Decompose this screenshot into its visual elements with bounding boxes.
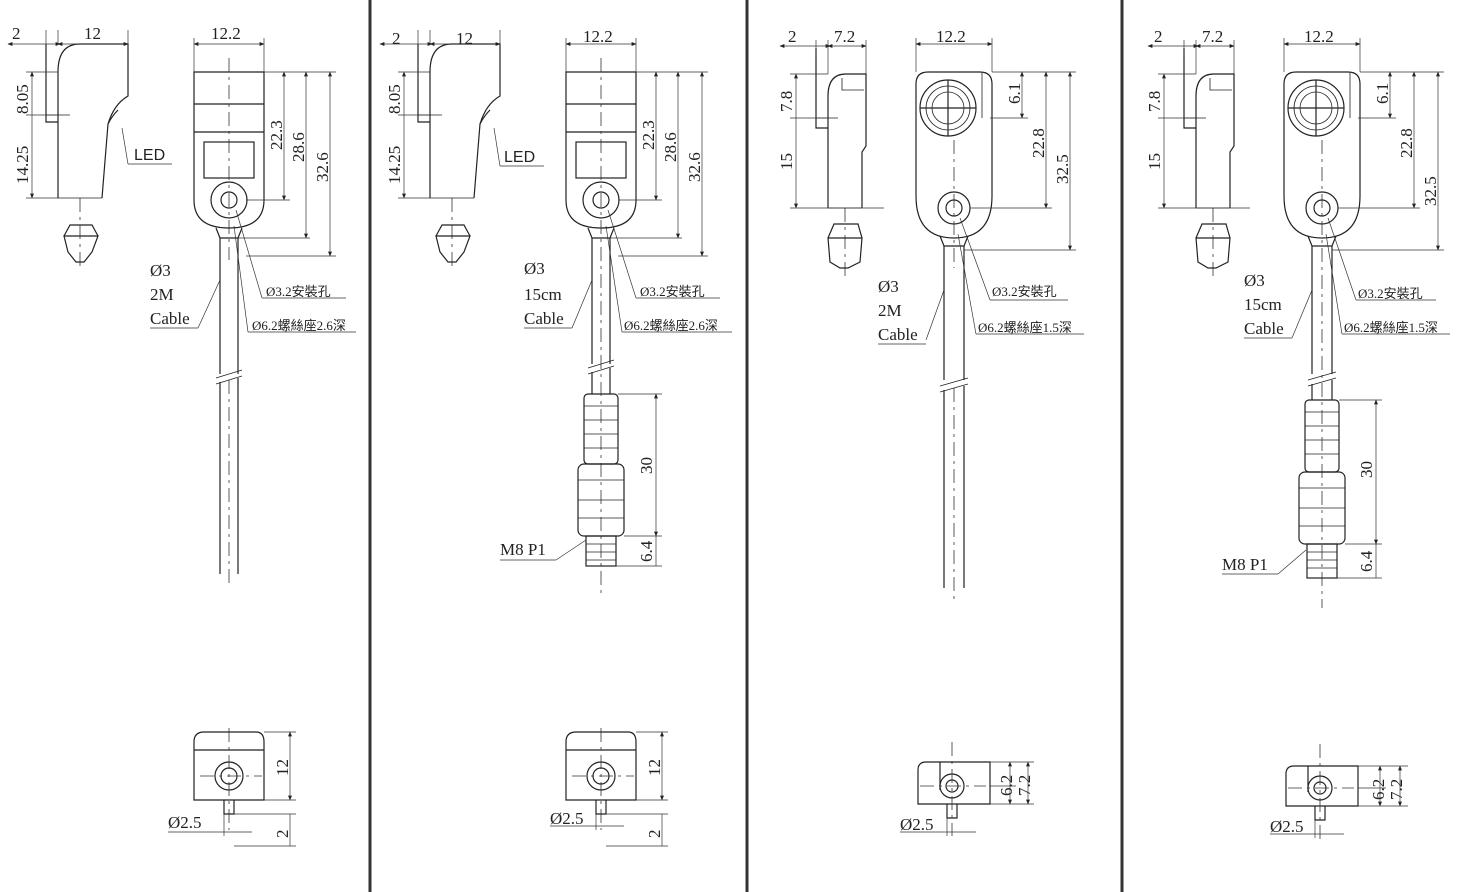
dim-side-lower: 14.25 (13, 146, 32, 184)
dim-bottom-height: 12 (273, 759, 292, 776)
side-view: 2 12 8.05 14.25 LED (379, 29, 544, 270)
dim-front-width: 12.2 (583, 27, 613, 46)
dim-side-body: 7.2 (834, 27, 855, 46)
cable-length-label: 2M (878, 301, 902, 320)
led-label: LED (504, 149, 535, 166)
dim-front-h1: 22.3 (639, 120, 658, 150)
led-label: LED (134, 147, 165, 164)
front-view: 12.2 6.1 22.8 32.5 Ø3.2安裝孔 Ø6.2螺絲座1.5深 Ø… (1222, 27, 1450, 608)
dim-connector-pin: 6.4 (1357, 550, 1376, 572)
hole-label: Ø3.2安裝孔 (992, 284, 1057, 299)
hole-label: Ø3.2安裝孔 (266, 284, 331, 299)
dim-front-h2: 28.6 (289, 132, 308, 162)
side-view: 2 12 8.05 14.25 LED (7, 24, 172, 270)
dim-side-upper: 8.05 (13, 84, 32, 114)
dim-side-upper: 7.8 (1145, 91, 1164, 112)
dim-front-h1: 22.8 (1397, 128, 1416, 158)
dim-connector-pin: 6.4 (637, 540, 656, 562)
panel-4: 2 7.2 7.8 15 (1145, 27, 1450, 840)
front-view: 12.2 6.1 22.8 32.5 Ø3.2安裝孔 Ø6.2螺絲座1.5深 Ø… (878, 27, 1084, 600)
dim-bottom-h2: 7.2 (1015, 775, 1034, 796)
dim-side-width: 2 (1154, 27, 1163, 46)
cable-word-label: Cable (150, 309, 190, 328)
dim-side-upper: 7.8 (777, 91, 796, 112)
seat-label: Ø6.2螺絲座2.6深 (252, 318, 346, 333)
cable-word-label: Cable (524, 309, 564, 328)
panel-3: 2 7.2 7.8 15 (777, 27, 1084, 836)
seat-label: Ø6.2螺絲座2.6深 (624, 318, 718, 333)
dim-connector-length: 30 (637, 457, 656, 474)
cable-dia-label: Ø3 (150, 261, 171, 280)
panel-1: 2 12 8.05 14.25 LED (7, 24, 356, 847)
dim-bottom-h2: 7.2 (1387, 779, 1406, 800)
bottom-view: 12 2 Ø2.5 (168, 728, 296, 847)
dim-front-h2: 32.5 (1421, 176, 1440, 206)
cable-word-label: Cable (878, 325, 918, 344)
dim-side-width: 2 (788, 27, 797, 46)
side-view: 2 7.2 7.8 15 (777, 27, 884, 276)
hole-label: Ø3.2安裝孔 (1358, 286, 1423, 301)
dim-bottom-h1: 6.2 (997, 775, 1016, 796)
dim-bottom-dia: Ø2.5 (900, 815, 934, 834)
dim-front-width: 12.2 (211, 24, 241, 43)
dim-front-h1: 22.3 (267, 120, 286, 150)
bottom-view: 6.2 7.2 Ø2.5 (900, 742, 1034, 836)
dim-bottom-stub: 2 (273, 830, 292, 839)
cable-dia-label: Ø3 (524, 259, 545, 278)
dim-side-width: 2 (392, 29, 401, 48)
bottom-view: 6.2 7.2 Ø2.5 (1270, 744, 1408, 840)
dim-connector-length: 30 (1357, 461, 1376, 478)
dim-front-h2: 32.5 (1053, 154, 1072, 184)
bottom-view: 12 2 Ø2.5 (550, 728, 668, 847)
dim-front-h0: 6.1 (1005, 83, 1024, 104)
panel-2: 2 12 8.05 14.25 LED (379, 27, 732, 847)
dim-side-lower: 15 (777, 153, 796, 170)
dim-bottom-dia: Ø2.5 (550, 809, 584, 828)
front-view: 12.2 22.3 28.6 32.6 Ø3.2安裝孔 Ø6.2螺絲座2.6深 … (150, 24, 356, 584)
dim-side-lower: 15 (1145, 153, 1164, 170)
dim-side-lower: 14.25 (385, 146, 404, 184)
dim-front-width: 12.2 (936, 27, 966, 46)
m8-connector (577, 393, 625, 567)
cable-length-label: 2M (150, 285, 174, 304)
dim-bottom-h1: 6.2 (1369, 779, 1388, 800)
dim-side-body: 7.2 (1202, 27, 1223, 46)
dim-front-width: 12.2 (1304, 27, 1334, 46)
cable-word-label: Cable (1244, 319, 1284, 338)
dim-front-h0: 6.1 (1373, 83, 1392, 104)
cable-length-label: 15cm (1244, 295, 1282, 314)
dim-front-h1: 22.8 (1029, 128, 1048, 158)
seat-label: Ø6.2螺絲座1.5深 (1344, 320, 1438, 335)
seat-label: Ø6.2螺絲座1.5深 (978, 320, 1072, 335)
side-view: 2 7.2 7.8 15 (1145, 27, 1250, 276)
hole-label: Ø3.2安裝孔 (640, 284, 705, 299)
dim-front-h3: 32.6 (685, 152, 704, 182)
dim-side-body: 12 (456, 29, 473, 48)
front-view: 12.2 22.3 28.6 32.6 Ø3.2安裝孔 Ø6.2螺絲座2.6深 … (500, 27, 732, 594)
dim-bottom-dia: Ø2.5 (168, 813, 202, 832)
dim-side-upper: 8.05 (385, 84, 404, 114)
dim-front-h3: 32.6 (313, 152, 332, 182)
connector-label: M8 P1 (1222, 555, 1268, 574)
connector-label: M8 P1 (500, 540, 546, 559)
dim-side-width: 2 (12, 24, 21, 43)
dim-front-h2: 28.6 (661, 132, 680, 162)
dim-bottom-dia: Ø2.5 (1270, 817, 1304, 836)
dim-side-body: 12 (84, 24, 101, 43)
dim-bottom-height: 12 (645, 759, 664, 776)
cable-dia-label: Ø3 (1244, 271, 1265, 290)
cable-length-label: 15cm (524, 285, 562, 304)
m8-connector (1298, 399, 1346, 579)
cable-dia-label: Ø3 (878, 277, 899, 296)
dim-bottom-stub: 2 (645, 830, 664, 839)
